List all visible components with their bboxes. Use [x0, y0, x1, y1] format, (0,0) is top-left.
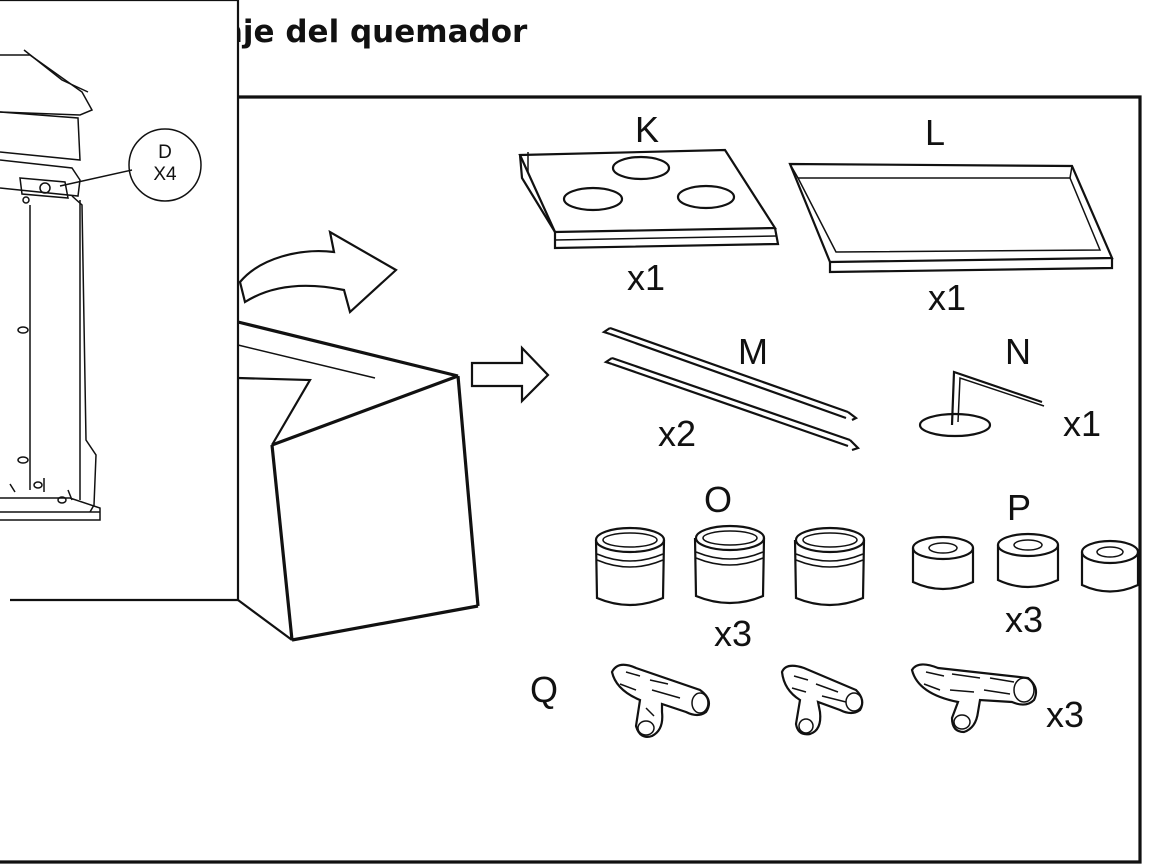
part-l-icon — [788, 162, 1114, 274]
part-k-letter: K — [635, 109, 659, 150]
part-k-icon — [518, 148, 780, 250]
part-n-icon — [918, 370, 1045, 438]
part-l-letter: L — [925, 112, 945, 153]
callout-part: D — [158, 142, 172, 163]
part-o-qty: x3 — [714, 613, 752, 654]
diagram-frame — [0, 95, 1142, 864]
part-n-letter: N — [1005, 331, 1031, 372]
part-o-icon — [594, 524, 866, 607]
part-l-qty: x1 — [928, 277, 966, 318]
part-m-icon — [601, 326, 861, 452]
part-n-qty: x1 — [1063, 403, 1101, 444]
callout-qty: X4 — [153, 164, 177, 185]
callout-circle — [128, 128, 202, 202]
part-q-letter: Q — [530, 669, 558, 710]
part-m-qty: x2 — [658, 413, 696, 454]
curved-arrow — [238, 229, 398, 315]
inset-panel: D X4 — [0, 0, 240, 602]
part-p-icon — [911, 532, 1140, 593]
part-q-icon — [610, 663, 1038, 738]
part-k-qty: x1 — [627, 257, 665, 298]
part-p-qty: x3 — [1005, 599, 1043, 640]
part-q-qty: x3 — [1046, 694, 1084, 735]
part-p-letter: P — [1007, 487, 1031, 528]
part-m-letter: M — [738, 331, 768, 372]
page-title: aje del quemador — [222, 14, 528, 50]
right-arrow — [470, 345, 550, 404]
part-o-letter: O — [704, 479, 732, 520]
box-illustration — [237, 320, 480, 642]
